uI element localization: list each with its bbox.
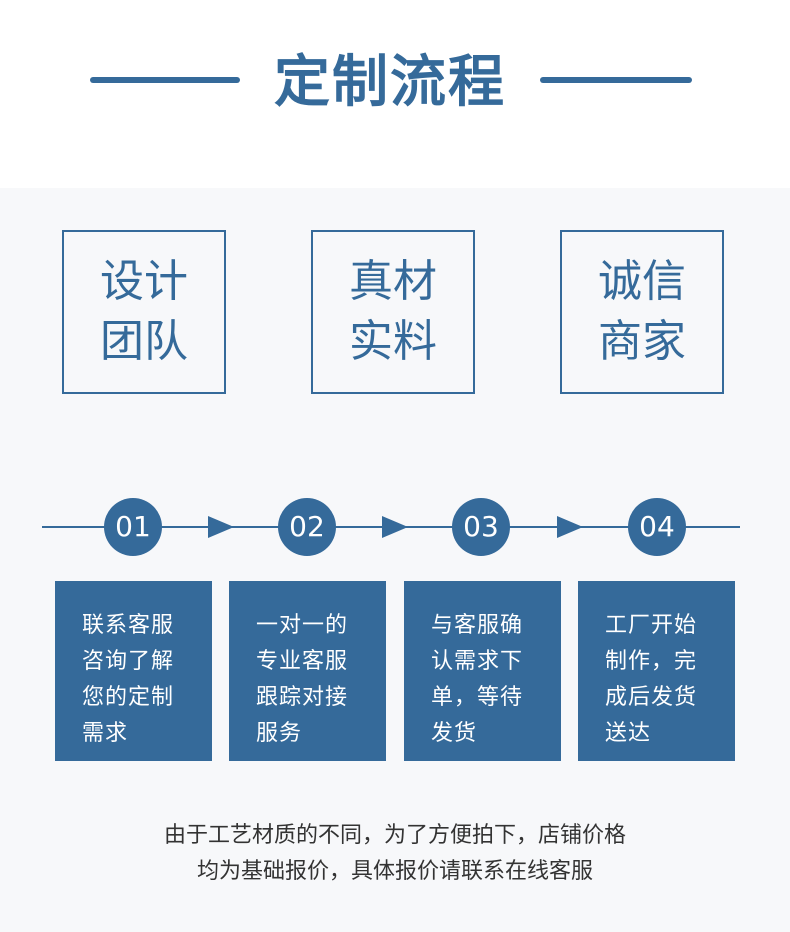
step-description: 联系客服 咨询了解 您的定制 需求	[82, 613, 175, 746]
step-card: 与客服确 认需求下 单，等待 发货	[404, 581, 561, 761]
pricing-note-line: 均为基础报价，具体报价请联系在线客服	[196, 859, 593, 884]
feature-box-trusted-merchant: 诚信 商家	[560, 230, 724, 394]
feature-label: 真材 实料	[349, 256, 437, 367]
feature-box-design-team: 设计 团队	[62, 230, 226, 394]
pricing-note-line: 由于工艺材质的不同，为了方便拍下，店铺价格	[163, 823, 626, 848]
step-card: 一对一的 专业客服 跟踪对接 服务	[229, 581, 386, 761]
step-card: 联系客服 咨询了解 您的定制 需求	[55, 581, 212, 761]
feature-box-genuine-materials: 真材 实料	[311, 230, 475, 394]
step-number-badge: 03	[452, 498, 510, 556]
pricing-note: 由于工艺材质的不同，为了方便拍下，店铺价格 均为基础报价，具体报价请联系在线客服	[0, 818, 790, 890]
step-card: 工厂开始 制作，完 成后发货 送达	[578, 581, 735, 761]
arrow-right-icon	[208, 516, 234, 538]
step-number-badge: 02	[278, 498, 336, 556]
header: 定制流程	[0, 0, 790, 188]
feature-label: 诚信 商家	[598, 256, 686, 367]
step-description: 与客服确 认需求下 单，等待 发货	[431, 613, 524, 746]
step-number-badge: 04	[628, 498, 686, 556]
page-title: 定制流程	[274, 50, 506, 115]
title-divider-left	[90, 77, 240, 83]
arrow-right-icon	[557, 516, 583, 538]
step-number-badge: 01	[104, 498, 162, 556]
feature-label: 设计 团队	[100, 256, 188, 367]
arrow-right-icon	[382, 516, 408, 538]
step-description: 一对一的 专业客服 跟踪对接 服务	[256, 613, 349, 746]
title-divider-right	[540, 77, 692, 83]
step-description: 工厂开始 制作，完 成后发货 送达	[605, 613, 698, 746]
